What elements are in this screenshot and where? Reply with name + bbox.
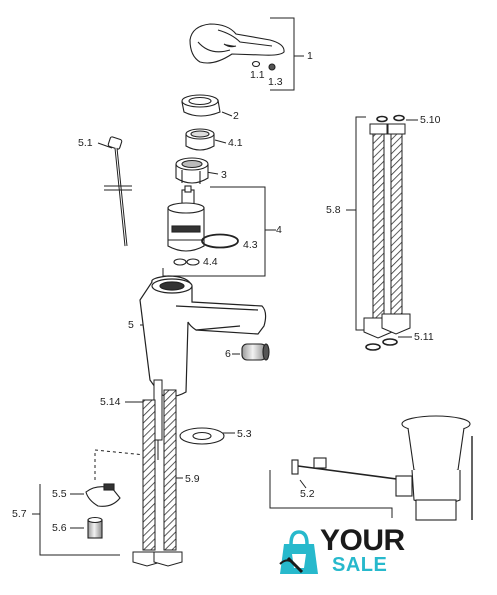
label-part-4-3: 4.3 bbox=[243, 239, 258, 251]
label-part-6: 6 bbox=[225, 348, 231, 360]
label-part-4-1: 4.1 bbox=[228, 137, 243, 149]
pull-rod bbox=[104, 136, 132, 247]
ring-4-1 bbox=[185, 128, 215, 151]
label-part-5-8: 5.8 bbox=[326, 204, 341, 216]
bracket-5-8 bbox=[355, 116, 366, 331]
label-part-5-9: 5.9 bbox=[185, 473, 200, 485]
cover-cap bbox=[181, 94, 221, 117]
label-part-5-3: 5.3 bbox=[237, 428, 252, 440]
label-part-2: 2 bbox=[233, 110, 239, 122]
cartridge bbox=[167, 185, 205, 252]
logo-word-your: YOUR bbox=[320, 524, 405, 557]
label-part-5-14: 5.14 bbox=[100, 396, 121, 408]
leader-2 bbox=[221, 111, 233, 117]
label-part-4-4: 4.4 bbox=[203, 256, 218, 268]
o-ring-4-3 bbox=[201, 233, 239, 249]
dashed-guide bbox=[94, 449, 146, 480]
bracket-5-7 bbox=[39, 484, 120, 556]
hoses-5-9 bbox=[132, 389, 183, 567]
bracket-1 bbox=[270, 17, 295, 91]
seals-4-4 bbox=[173, 258, 200, 266]
label-part-5-5: 5.5 bbox=[52, 488, 67, 500]
yoursale-logo: YOUR SALE bbox=[276, 524, 416, 580]
label-part-3: 3 bbox=[221, 169, 227, 181]
label-part-5-7: 5.7 bbox=[12, 508, 27, 520]
leader-5-2 bbox=[299, 479, 307, 489]
faucet-body bbox=[139, 275, 267, 398]
label-part-1: 1 bbox=[307, 50, 313, 62]
label-part-5-6: 5.6 bbox=[52, 522, 67, 534]
bracket-5-2 bbox=[269, 470, 393, 518]
label-part-1-1: 1.1 bbox=[250, 69, 265, 81]
shopping-bag-icon bbox=[279, 530, 318, 574]
pop-up-waste bbox=[291, 415, 473, 521]
bracket-4 bbox=[162, 186, 266, 277]
label-part-5-11: 5.11 bbox=[414, 331, 434, 343]
handle-lever bbox=[189, 23, 285, 71]
label-part-1-3: 1.3 bbox=[268, 76, 283, 88]
label-part-5-2: 5.2 bbox=[300, 488, 315, 500]
label-part-4: 4 bbox=[276, 224, 282, 236]
fixing-plate-5-5 bbox=[85, 483, 121, 507]
aerator-6 bbox=[241, 343, 270, 361]
label-part-5-10: 5.10 bbox=[420, 114, 441, 126]
supply-hoses-5-8 bbox=[363, 114, 411, 351]
nut-3 bbox=[175, 157, 209, 184]
label-part-5-1: 5.1 bbox=[78, 137, 93, 149]
nut-5-6 bbox=[87, 516, 103, 539]
leader-4-1 bbox=[214, 139, 227, 144]
leader-5-1 bbox=[97, 142, 113, 149]
logo-word-sale: SALE bbox=[332, 554, 388, 576]
washer-5-3 bbox=[179, 427, 225, 445]
label-part-5: 5 bbox=[128, 319, 134, 331]
